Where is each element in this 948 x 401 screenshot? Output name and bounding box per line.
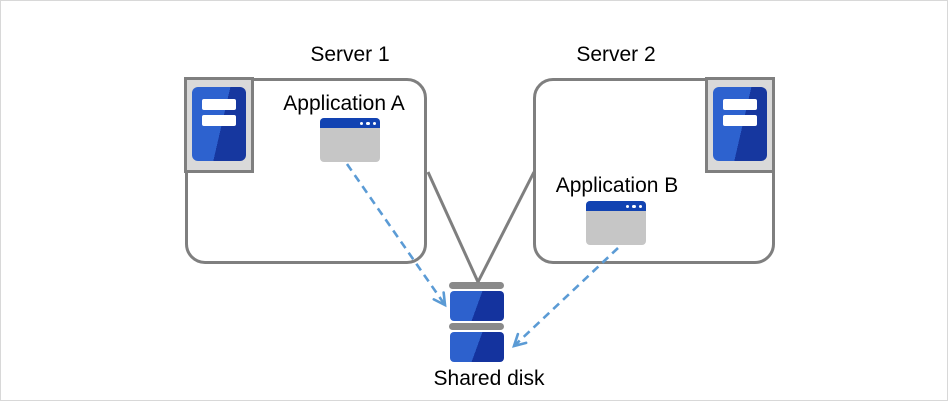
app-window-icon xyxy=(586,201,646,245)
server-slot xyxy=(202,99,236,110)
window-dots xyxy=(359,121,376,125)
server-tower-icon xyxy=(184,77,254,173)
shared-disk-icon xyxy=(449,282,504,362)
app-window-icon xyxy=(320,118,380,162)
server2-to-disk-line xyxy=(476,171,536,283)
disk-platter xyxy=(449,332,504,362)
server1-label: Server 1 xyxy=(310,43,390,66)
disk-bar xyxy=(449,323,504,330)
application-b-label: Application B xyxy=(555,174,679,197)
server-slot xyxy=(723,115,757,126)
server-slot xyxy=(202,115,236,126)
shared-disk-label: Shared disk xyxy=(433,367,545,390)
window-titlebar xyxy=(586,201,646,211)
window-dots xyxy=(625,204,642,208)
disk-bar xyxy=(449,282,504,289)
application-a-label: Application A xyxy=(283,92,405,115)
server-tower-body xyxy=(713,87,767,161)
server-slot xyxy=(723,99,757,110)
window-titlebar xyxy=(320,118,380,128)
server-tower-body xyxy=(192,87,246,161)
server2-label: Server 2 xyxy=(576,43,656,66)
server-tower-icon xyxy=(705,77,775,173)
disk-platter xyxy=(449,291,504,321)
server1-to-disk-line xyxy=(426,171,480,283)
